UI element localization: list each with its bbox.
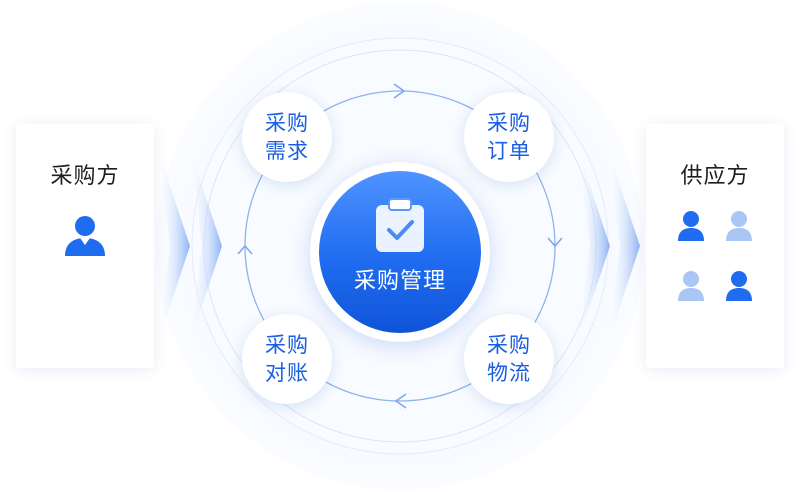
node-reconciliation: 采购 对账 <box>242 314 332 404</box>
flow-arrow-left <box>237 244 253 255</box>
buyer-card: 采购方 <box>16 124 154 368</box>
flow-arrow-right <box>547 237 563 248</box>
node-order-line2: 订单 <box>487 139 531 163</box>
flow-arrow-top <box>393 83 406 99</box>
person-icon <box>65 216 105 256</box>
chevron-left-1 <box>158 150 190 342</box>
chevron-right-1 <box>578 150 610 342</box>
node-order: 采购 订单 <box>464 92 554 182</box>
node-reconciliation-line2: 对账 <box>265 361 309 385</box>
person-icon-dark-2 <box>726 271 752 301</box>
chevron-left-2 <box>190 150 222 342</box>
node-order-line1: 采购 <box>487 111 531 135</box>
supplier-title: 供应方 <box>680 164 750 189</box>
center-label: 采购管理 <box>353 269 446 294</box>
buyer-title: 采购方 <box>50 164 120 189</box>
clipboard-check-icon <box>376 198 424 252</box>
flow-arrow-bottom <box>394 393 407 409</box>
node-logistics-line2: 物流 <box>487 361 531 385</box>
node-demand-line2: 需求 <box>265 139 309 163</box>
person-icon-light-1 <box>726 211 752 241</box>
chevron-right-2 <box>608 150 640 342</box>
node-demand-line1: 采购 <box>265 111 309 135</box>
node-demand: 采购 需求 <box>242 92 332 182</box>
person-icon-dark-1 <box>678 211 704 241</box>
supplier-card: 供应方 <box>646 124 784 368</box>
node-logistics: 采购 物流 <box>464 314 554 404</box>
node-logistics-line1: 采购 <box>487 333 531 357</box>
person-icon-light-2 <box>678 271 704 301</box>
node-reconciliation-line1: 采购 <box>265 333 309 357</box>
